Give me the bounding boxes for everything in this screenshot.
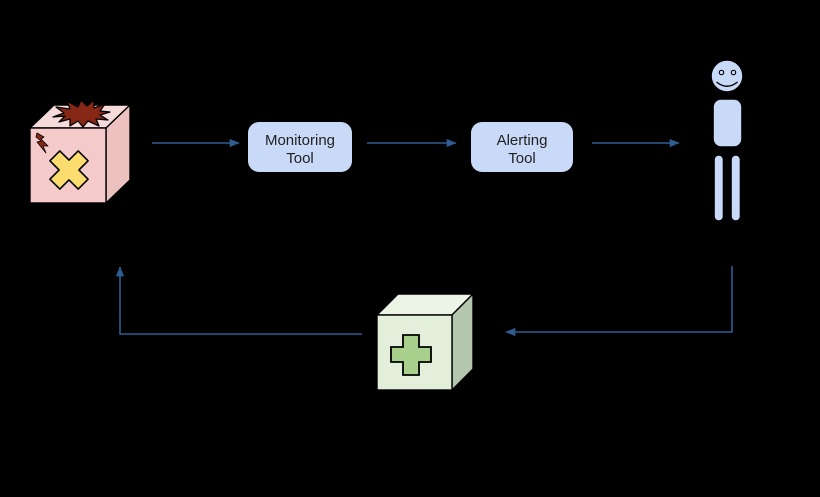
monitoring-tool-label-line2: Tool [286, 150, 314, 167]
explosion-icon [52, 99, 111, 128]
person-head [710, 59, 744, 93]
person-leg-left [713, 154, 725, 222]
lightning-bolt-icon [35, 132, 49, 154]
failing-system-node [28, 99, 132, 205]
monitoring-tool-label-line1: Monitoring [265, 132, 335, 149]
engineer-node [710, 59, 744, 222]
person-leg-right [730, 154, 742, 222]
arrow-engineer-to-fix [505, 266, 733, 337]
error-x-icon [49, 150, 89, 190]
person-eye-left [718, 69, 725, 76]
alerting-tool-node: Alerting Tool [471, 122, 573, 172]
monitoring-tool-label: Monitoring Tool [265, 132, 335, 167]
alerting-tool-label-line2: Tool [508, 150, 536, 167]
plus-icon [390, 334, 432, 376]
person-smile [716, 81, 738, 87]
alerting-tool-label: Alerting Tool [497, 132, 548, 167]
monitoring-tool-node: Monitoring Tool [248, 122, 352, 172]
fix-node [375, 292, 475, 392]
arrow-fix-to-failing [115, 266, 362, 335]
person-icon [710, 59, 744, 222]
person-eye-right [730, 69, 737, 76]
person-torso [712, 98, 743, 148]
alerting-tool-label-line1: Alerting [497, 132, 548, 149]
alerting-tool-box [471, 122, 573, 172]
monitoring-tool-box [248, 122, 352, 172]
